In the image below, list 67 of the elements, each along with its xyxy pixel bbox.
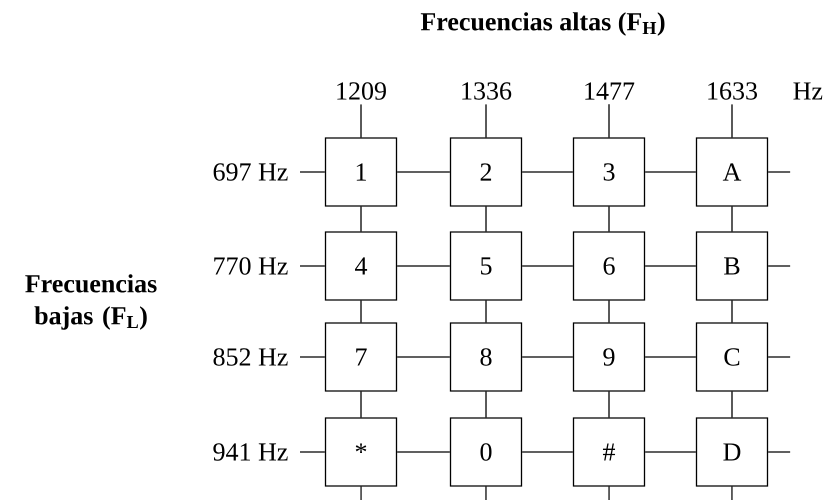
connector-line [768,451,790,453]
connector-line [522,171,573,173]
connector-line [485,300,487,322]
connector-line [485,104,487,138]
connector-line [300,171,325,173]
key-box: 4 [324,231,398,301]
key-box: 5 [450,231,522,301]
connector-line [360,300,362,322]
key-box: 1 [324,137,398,207]
connector-line [485,392,487,418]
connector-line [397,171,450,173]
connector-line [397,356,450,358]
key-box: 2 [450,137,522,207]
axis-label: Frecuencias bajas (F$_{L}$) [25,274,157,330]
key-box: C [696,322,768,392]
connector-line [608,206,610,232]
connector-line [608,392,610,418]
frequency-label: 697 Hz [214,163,288,181]
connector-line [300,265,325,267]
key-box: 8 [450,322,522,392]
connector-line [608,486,610,500]
connector-line [731,486,733,500]
connector-line [360,104,362,138]
unit-label: Hz [793,82,822,100]
connector-line [731,392,733,418]
connector-line [522,451,573,453]
connector-line [360,392,362,418]
key-box: 6 [572,231,646,301]
connector-line [731,206,733,232]
key-box: * [324,417,398,487]
frequency-label: 1336 [462,82,512,100]
key-box: A [696,137,768,207]
connector-line [300,356,325,358]
connector-line [645,356,696,358]
frequency-label: 1209 [337,82,386,100]
connector-line [360,206,362,232]
connector-line [731,104,733,138]
connector-line [397,265,450,267]
connector-line [768,356,790,358]
title: Frecuencias altas (F$_{H}$) [420,12,664,36]
connector-line [485,206,487,232]
connector-line [608,104,610,138]
connector-line [397,451,450,453]
frequency-label: 1633 [708,82,757,100]
connector-line [522,356,573,358]
connector-line [608,300,610,322]
key-box: 0 [450,417,522,487]
key-box: # [572,417,646,487]
frequency-label: 770 Hz [214,257,288,275]
connector-line [731,300,733,322]
key-box: 7 [324,322,398,392]
frequency-label: 852 Hz [214,348,288,366]
frequency-label: 1477 [585,82,634,100]
frequency-label: 941 Hz [213,443,288,461]
key-box: 9 [572,322,646,392]
connector-line [522,265,573,267]
connector-line [768,265,790,267]
connector-line [360,486,362,500]
connector-line [645,171,696,173]
key-box: D [696,417,768,487]
key-box: 3 [572,137,646,207]
connector-line [485,486,487,500]
key-box: B [696,231,768,301]
connector-line [645,265,696,267]
connector-line [645,451,696,453]
connector-line [300,451,325,453]
connector-line [768,171,790,173]
